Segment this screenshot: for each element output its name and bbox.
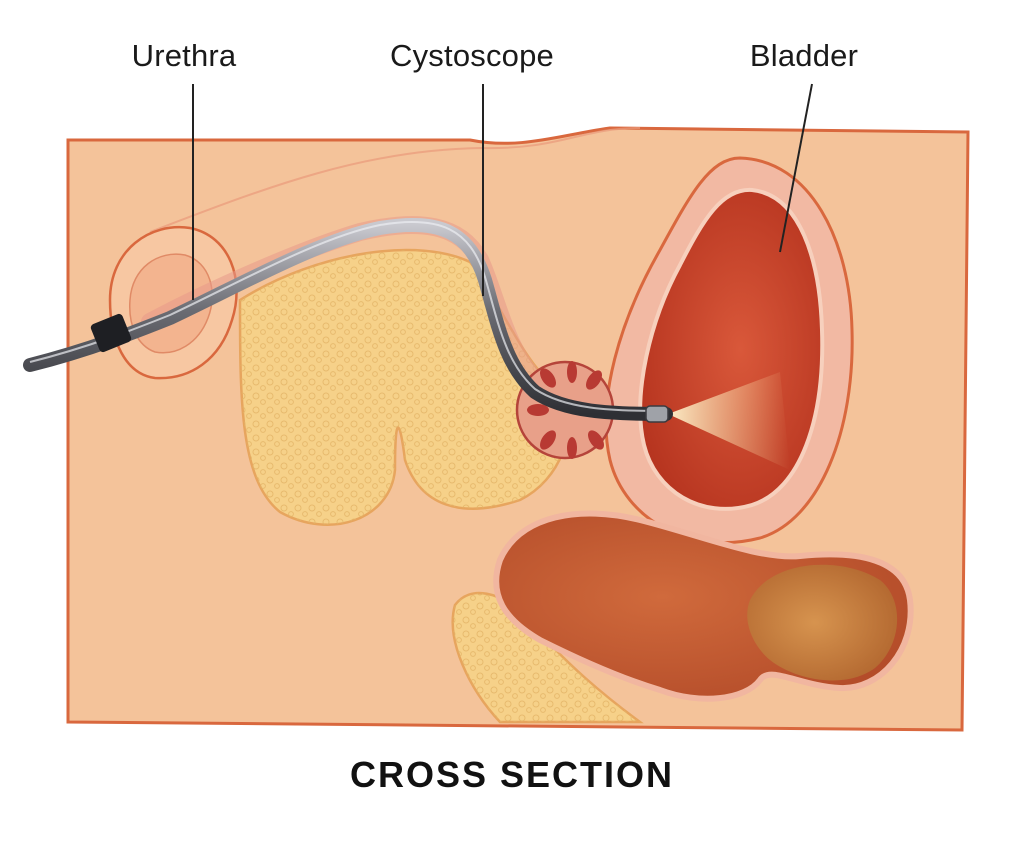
prostate-lobules [527, 361, 604, 459]
cystoscope-shaft [23, 218, 673, 421]
scope-light-beam [668, 372, 790, 470]
cystoscope-highlight [29, 221, 663, 412]
diagram-caption: CROSS SECTION [349, 754, 675, 795]
bladder-label: Bladder [749, 38, 859, 73]
rectal-ampulla [747, 564, 898, 681]
fat-texture [240, 250, 568, 525]
cystoscope-label: Cystoscope [390, 38, 554, 73]
skin-contour [149, 127, 641, 233]
lower-fat-texture [452, 593, 640, 722]
bladder-leader-line [779, 83, 813, 253]
cystoscope-connector [90, 313, 132, 353]
urethra-label: Urethra [131, 38, 237, 73]
cystoscope-tip [645, 405, 669, 423]
